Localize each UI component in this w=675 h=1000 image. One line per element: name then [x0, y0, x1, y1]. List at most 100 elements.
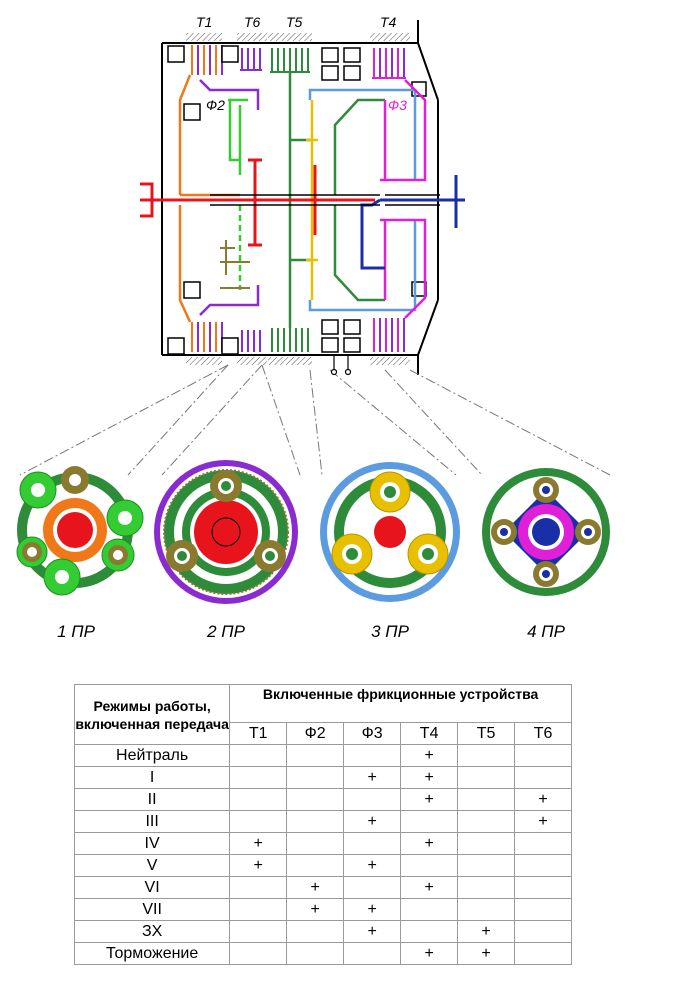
state-cell [457, 788, 516, 811]
shift-table: Режимы работы, включенная передача Включ… [73, 684, 572, 965]
state-cell [514, 854, 572, 877]
input-shaft [140, 158, 375, 247]
table-row: VII + + [73, 898, 572, 921]
row3-end-view [320, 462, 460, 602]
state-cell [286, 744, 345, 767]
state-cell: + [400, 942, 459, 965]
row2-drum [199, 79, 260, 316]
brake-t5-discs [270, 48, 310, 73]
state-cell [229, 920, 288, 943]
mode-cell: Нейтраль [73, 744, 231, 767]
table-body: Нейтраль + I + + II + + III [73, 744, 572, 965]
state-cell: + [400, 766, 459, 789]
state-cell [514, 898, 572, 921]
row1-end-view [16, 466, 144, 596]
state-cell [286, 854, 345, 877]
mode-cell: ЗХ [73, 920, 231, 943]
row2-end-view [154, 460, 298, 604]
state-cell [457, 832, 516, 855]
state-cell: + [286, 876, 345, 899]
state-cell: + [343, 766, 402, 789]
table-group-header: Включенные фрикционные устройства [229, 684, 572, 723]
state-cell [457, 810, 516, 833]
state-cell [514, 832, 572, 855]
guide-lines [19, 364, 611, 476]
table-corner-header: Режимы работы, включенная передача [73, 684, 231, 745]
table-row: Торможение + + [73, 942, 572, 965]
brake-seats [186, 33, 410, 365]
state-cell [457, 876, 516, 899]
control-valves [330, 356, 352, 376]
state-cell: + [229, 854, 288, 877]
state-cell [286, 810, 345, 833]
state-cell [400, 898, 459, 921]
mode-cell: I [73, 766, 231, 789]
state-cell [400, 810, 459, 833]
clutch-label-f3: Ф3 [388, 97, 407, 113]
row-label-4: 4 ПР [527, 622, 565, 641]
state-cell: + [457, 920, 516, 943]
state-cell [229, 898, 288, 921]
mode-cell: VII [73, 898, 231, 921]
state-cell: + [343, 898, 402, 921]
state-cell: + [514, 788, 572, 811]
state-cell [286, 832, 345, 855]
state-cell [229, 876, 288, 899]
output-shaft [360, 175, 465, 270]
table-row: ЗХ + + [73, 920, 572, 943]
mode-cell: Торможение [73, 942, 231, 965]
state-cell: + [400, 832, 459, 855]
state-cell: + [343, 920, 402, 943]
state-cell [514, 920, 572, 943]
state-cell [514, 942, 572, 965]
state-cell [229, 810, 288, 833]
state-cell: + [286, 898, 345, 921]
state-cell [400, 920, 459, 943]
state-cell [457, 766, 516, 789]
table-row: Нейтраль + [73, 744, 572, 767]
row1-satellites [228, 98, 248, 290]
clutch-label-f2: Ф2 [206, 97, 225, 113]
row-label-3: 3 ПР [371, 622, 409, 641]
brake-t6-discs [240, 48, 262, 71]
state-cell [229, 788, 288, 811]
state-cell: + [343, 810, 402, 833]
state-cell [343, 832, 402, 855]
state-cell: + [457, 942, 516, 965]
device-header: Ф3 [343, 722, 402, 745]
row2-satellites [220, 240, 250, 289]
state-cell [343, 876, 402, 899]
brake-label-t5: T5 [286, 14, 303, 30]
state-cell [286, 920, 345, 943]
state-cell: + [343, 854, 402, 877]
table-row: V + + [73, 854, 572, 877]
mode-cell: III [73, 810, 231, 833]
transmission-kinematic-scheme: T1 T6 T5 T4 Ф2 Ф3 [16, 14, 611, 604]
state-cell [343, 942, 402, 965]
state-cell [457, 854, 516, 877]
brake-discs-bottom [191, 318, 405, 352]
brake-t4-discs [372, 48, 406, 79]
device-header: Т1 [229, 722, 288, 745]
table-row: I + + [73, 766, 572, 789]
device-header: Т5 [457, 722, 516, 745]
state-cell [229, 766, 288, 789]
device-header: Т4 [400, 722, 459, 745]
row-label-2: 2 ПР [207, 622, 245, 641]
state-cell: + [400, 876, 459, 899]
state-cell [457, 898, 516, 921]
brake-label-t6: T6 [244, 14, 261, 30]
state-cell [343, 744, 402, 767]
center-shafts [210, 194, 440, 206]
state-cell [400, 854, 459, 877]
device-header: Т6 [514, 722, 572, 745]
table-row: III + + [73, 810, 572, 833]
state-cell [514, 876, 572, 899]
state-cell [286, 942, 345, 965]
row3-ring-connection [308, 88, 417, 312]
state-cell: + [514, 810, 572, 833]
table-row: IV + + [73, 832, 572, 855]
state-cell [286, 788, 345, 811]
state-cell [286, 766, 345, 789]
state-cell: + [400, 744, 459, 767]
